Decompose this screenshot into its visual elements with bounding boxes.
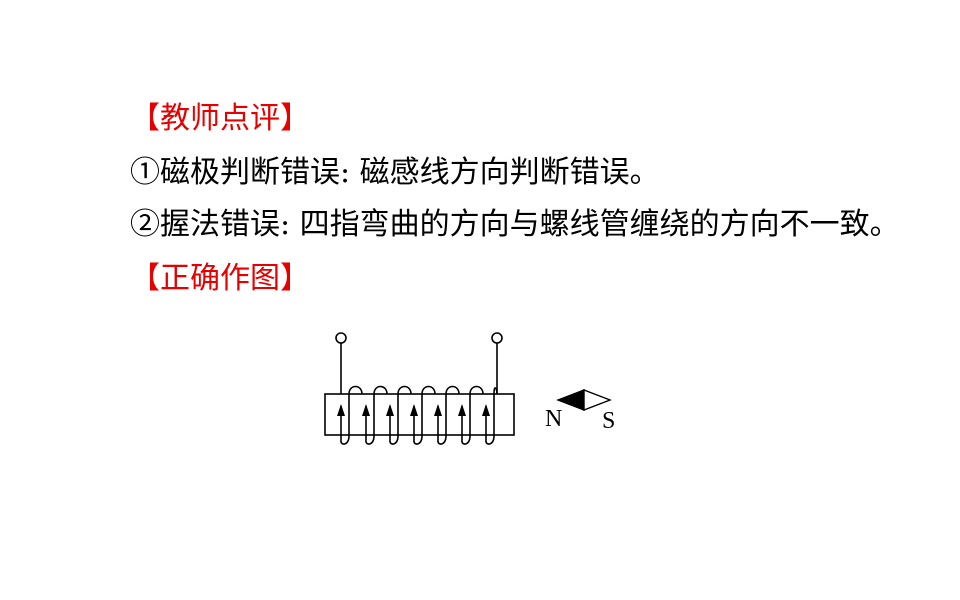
needle-south-half	[583, 388, 612, 412]
solenoid-core	[324, 393, 515, 436]
terminal-circle-icon	[491, 332, 503, 344]
coil-turn	[437, 385, 460, 445]
coil-turn	[365, 385, 388, 445]
comment-item-1: ①磁极判断错误: 磁感线方向判断错误。	[130, 155, 660, 190]
coil-turn	[485, 387, 498, 445]
solenoid	[324, 332, 515, 445]
arrow-up-icon	[410, 404, 418, 416]
terminal-circle-icon	[335, 332, 347, 344]
teacher-comment-heading: 【教师点评】	[130, 101, 310, 136]
coil-turn	[461, 385, 484, 445]
coil-turn	[389, 385, 412, 445]
coil-turn	[340, 385, 363, 445]
arrow-up-icon	[482, 404, 490, 416]
north-pole-label: N	[545, 406, 562, 432]
arrow-up-icon	[386, 404, 394, 416]
comment-item-2: ②握法错误: 四指弯曲的方向与螺线管缠绕的方向不一致。	[130, 207, 900, 242]
solenoid-diagram: N S	[324, 332, 615, 445]
arrow-up-icon	[337, 404, 345, 416]
south-pole-label: S	[602, 408, 615, 434]
arrow-up-icon	[362, 404, 370, 416]
compass-needle-icon: N S	[545, 388, 615, 434]
arrow-up-icon	[458, 404, 466, 416]
correct-drawing-heading: 【正确作图】	[130, 261, 310, 296]
current-arrows	[337, 404, 490, 416]
arrow-up-icon	[434, 404, 442, 416]
coil-turn	[413, 385, 436, 445]
